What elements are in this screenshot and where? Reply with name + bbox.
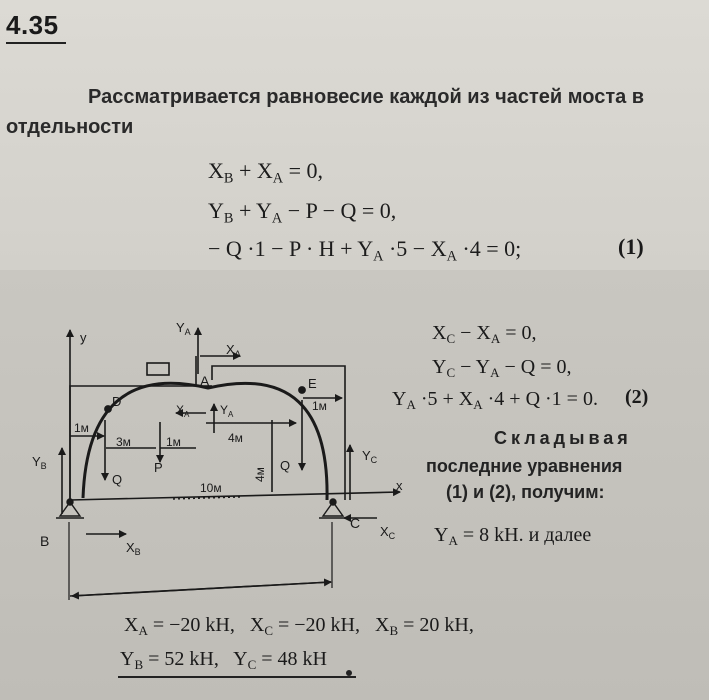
arch-curve [81,381,329,501]
equation-1-2: YB + YA − P − Q = 0, [208,198,397,227]
y-axis-label: y [80,330,87,345]
point-d-dot [104,405,112,413]
problem-number: 4.35 [6,10,59,40]
point-d-label: D [112,394,121,409]
results-line-1: XA = −20 kH, XC = −20 kH, XB = 20 kH, [124,614,474,638]
dim-10m-line [172,496,241,500]
equation-1-1: XB + XA = 0, [208,158,323,187]
dim-10m: 10м [200,481,222,495]
xb-label: XB [126,540,141,557]
point-b-label: B [40,533,49,549]
ya-top-label: YA [176,320,191,337]
support-b [58,500,82,517]
point-a-label: A [200,373,210,389]
force-q-left-label: Q [112,472,122,487]
force-p-label: P [154,460,163,475]
dim-4m-vertical: 4м [253,467,267,482]
intro-paragraph: Рассматривается равновесие каждой из час… [6,82,706,142]
results-underline [118,676,356,678]
side-text-line-3: (1) и (2), получим: [446,482,605,502]
x-axis [69,488,401,501]
dim-3m: 3м [116,435,131,449]
dim-1m-left: 1м [74,421,89,435]
dim-4m-horizontal: 4м [228,431,243,445]
dim-1m-mid: 1м [166,435,181,449]
x-axis-label: x [396,478,403,493]
xa-mid-label: XA [176,403,190,419]
lower-page-section [0,270,709,700]
ya-mid-label: YA [220,403,234,419]
support-c [321,500,345,517]
force-q-right-label: Q [280,458,290,473]
equation-tag-2: (2) [625,386,649,408]
xc-label: XC [380,524,396,541]
xa-top-label: XA [226,342,241,359]
dim-1m-right: 1м [312,399,327,413]
point-e-label: E [308,376,317,391]
result-ya: YA = 8 kH. и далее [434,524,592,548]
intro-line-1: Рассматривается равновесие каждой из час… [88,86,645,108]
point-c-label: C [350,515,360,531]
hinge-block [146,362,170,376]
results-dot [346,670,352,676]
yc-label: YC [362,448,378,465]
equation-2-2: YC − YA − Q = 0, [432,356,572,380]
results-line-2: YB = 52 kH, YC = 48 kH [120,648,327,672]
bridge-diagram: y x YA XA A D E 1м 1м 3м 1м 4м 4м 10м XA… [32,320,403,600]
equation-2-3: YA ·5 + XA ·4 + Q ·1 = 0. [392,388,598,412]
equation-tag-1: (1) [618,234,644,259]
side-text-line-2: последние уравнения [426,456,623,476]
equation-1-3: − Q ·1 − P · H + YA ·5 − XA ·4 = 0; [208,236,522,265]
upper-page-section [0,0,709,270]
equation-2-1: XC − XA = 0, [432,322,537,346]
intro-line-2: отдельности [6,116,134,138]
point-e-dot [298,386,306,394]
right-frame [211,365,346,500]
yb-label: YB [32,454,47,471]
side-text-line-1: Складывая [494,428,632,448]
problem-number-underline [6,42,66,44]
